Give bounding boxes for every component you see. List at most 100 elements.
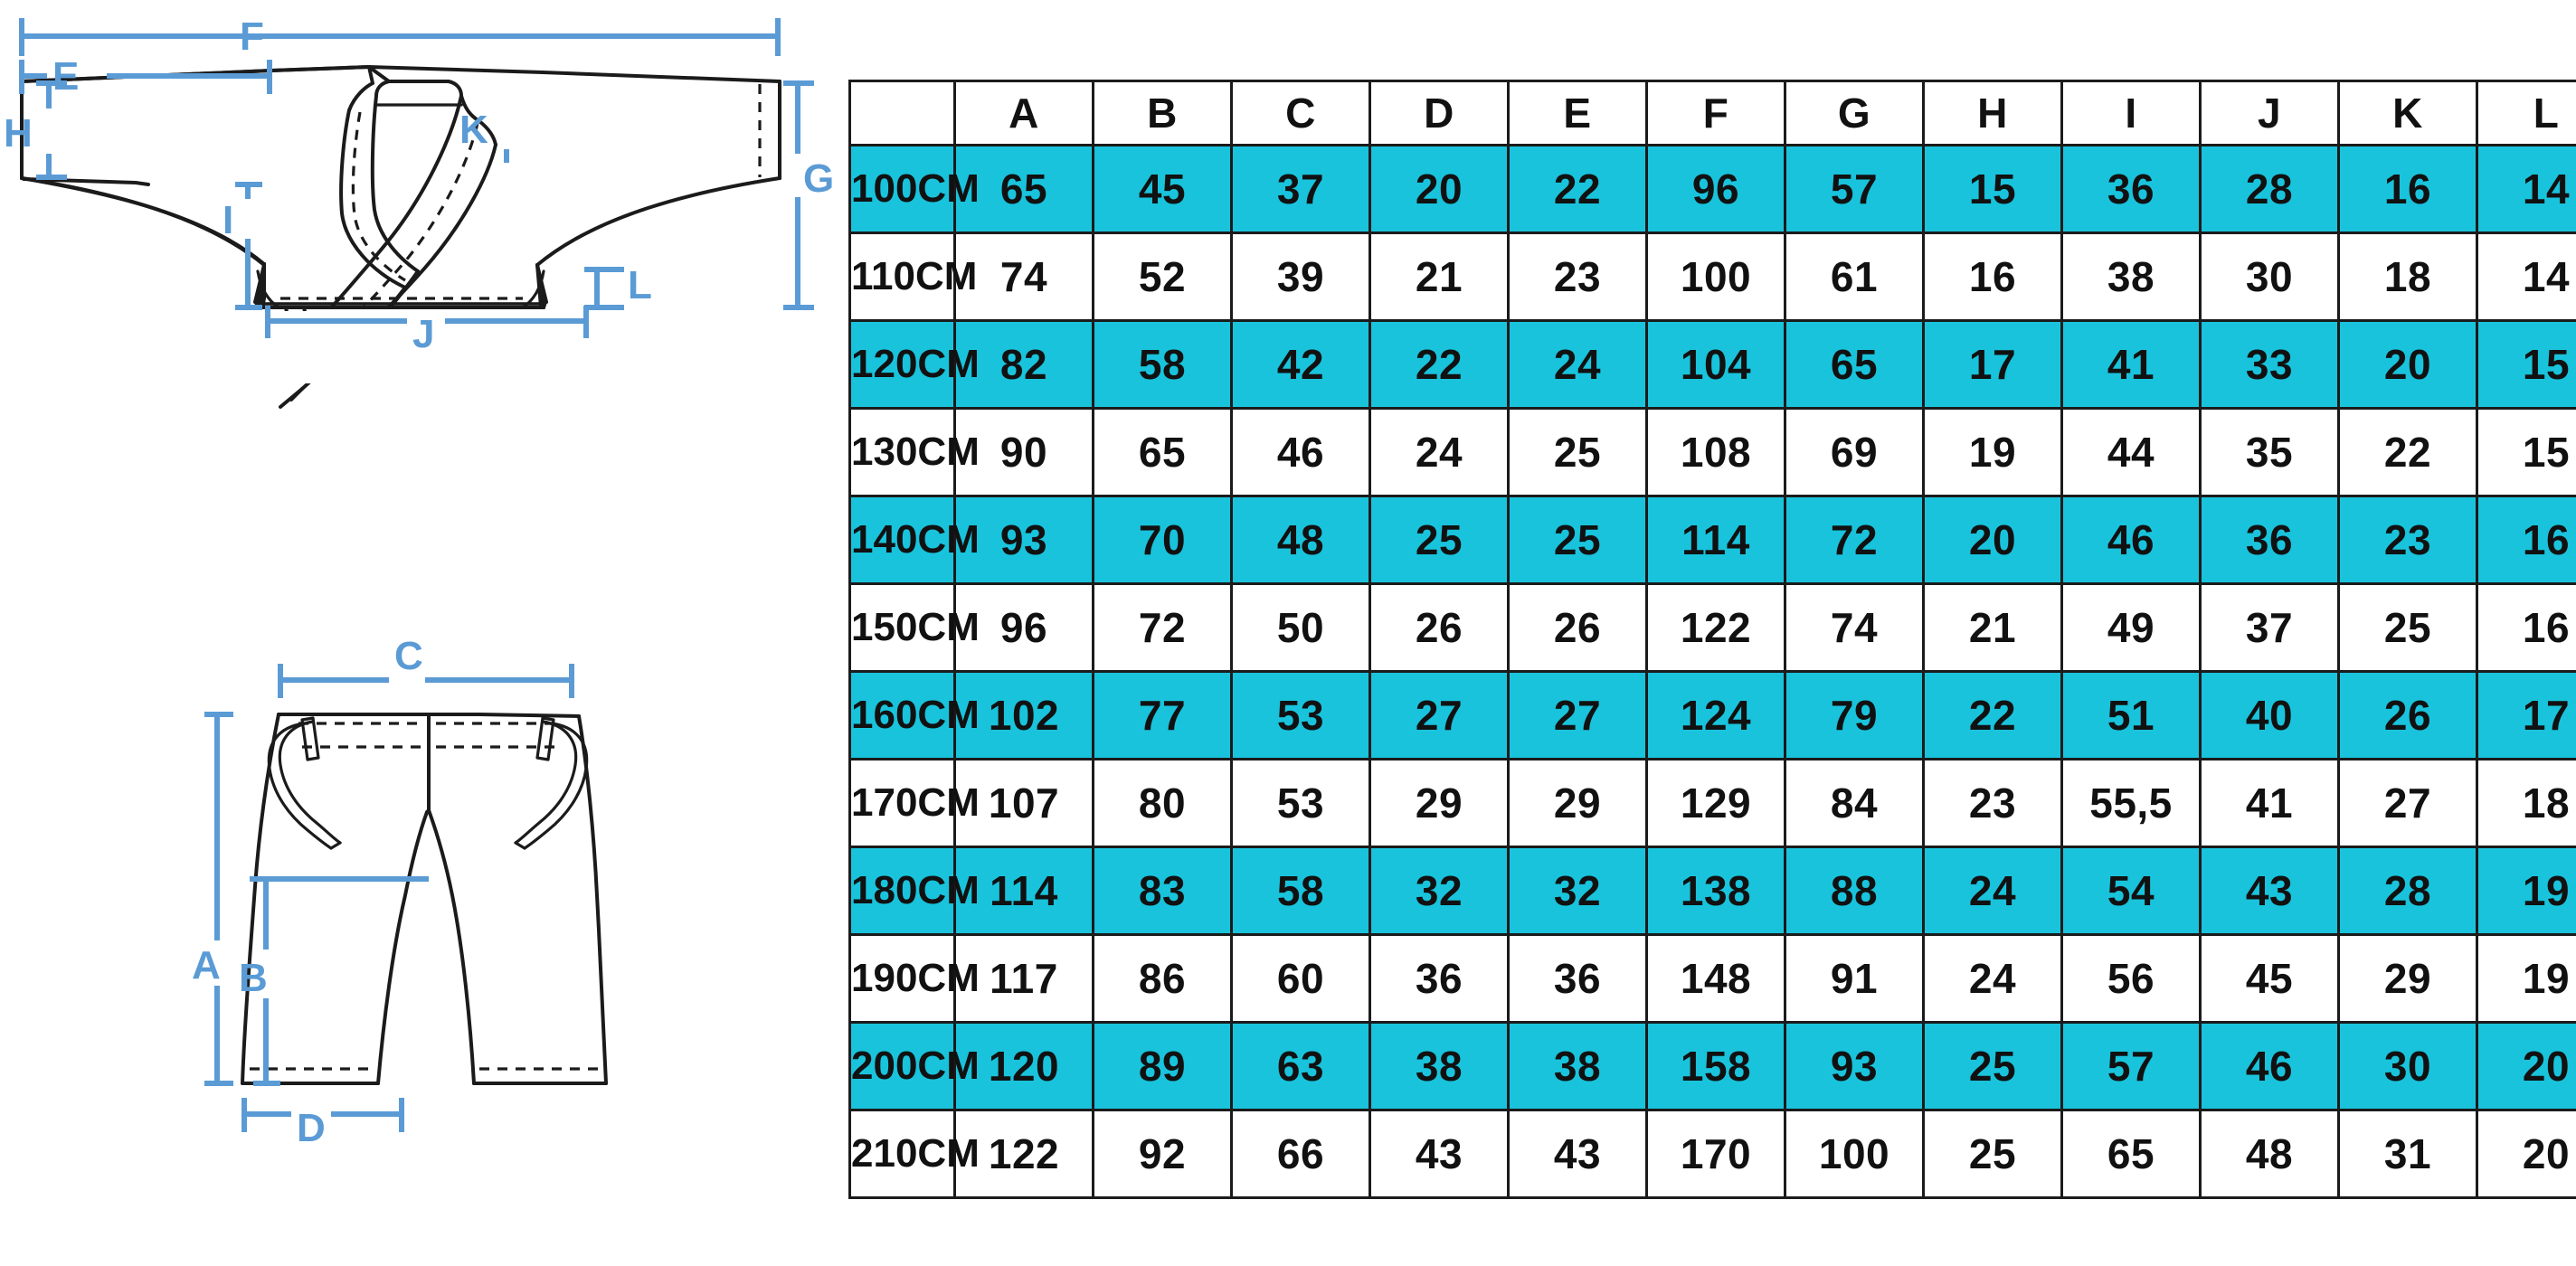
measurement-cell: 27 (1368, 670, 1510, 761)
column-header-h: H (1922, 80, 2063, 146)
size-label-cell: 200CM (848, 1021, 980, 1111)
measurement-cell: 37 (1230, 144, 1371, 234)
measurement-cell: 24 (1922, 933, 2063, 1024)
dim-label-H: H (4, 111, 33, 156)
measurement-cell: 122 (1645, 582, 1786, 673)
column-header-f: F (1645, 80, 1786, 146)
column-header-g: G (1784, 80, 1925, 146)
measurement-cell: 22 (2337, 407, 2478, 497)
dim-label-G: G (803, 156, 834, 201)
column-header-k: K (2337, 80, 2478, 146)
measurement-cell: 69 (1784, 407, 1925, 497)
measurement-cell: 32 (1368, 846, 1510, 936)
measurement-cell: 72 (1092, 582, 1233, 673)
size-label-cell: 170CM (848, 758, 980, 848)
measurement-cell: 104 (1645, 319, 1786, 410)
column-header-d: D (1368, 80, 1510, 146)
measurement-cell: 74 (953, 231, 1094, 322)
measurement-cell: 93 (1784, 1021, 1925, 1111)
measurement-cell: 129 (1645, 758, 1786, 848)
measurement-cell: 24 (1507, 319, 1648, 410)
column-header-c: C (1230, 80, 1371, 146)
measurement-cell: 43 (1368, 1109, 1510, 1199)
measurement-cell: 120 (953, 1021, 1094, 1111)
measurement-cell: 20 (1922, 495, 2063, 585)
measurement-cell: 38 (2060, 231, 2202, 322)
measurement-cell: 96 (1645, 144, 1786, 234)
measurement-cell: 28 (2199, 144, 2340, 234)
measurement-cell: 41 (2060, 319, 2202, 410)
measurement-cell: 29 (2337, 933, 2478, 1024)
measurement-cell: 29 (1368, 758, 1510, 848)
dim-label-J: J (412, 312, 434, 356)
measurement-cell: 58 (1092, 319, 1233, 410)
measurement-cell: 50 (1230, 582, 1371, 673)
jacket-illustration (20, 65, 781, 409)
measurement-cell: 26 (2337, 670, 2478, 761)
column-header-i: I (2060, 80, 2202, 146)
measurement-cell: 16 (2476, 582, 2576, 673)
measurement-cell: 107 (953, 758, 1094, 848)
size-label-cell: 140CM (848, 495, 980, 585)
measurement-cell: 26 (1368, 582, 1510, 673)
measurement-cell: 27 (1507, 670, 1648, 761)
measurement-cell: 24 (1922, 846, 2063, 936)
measurement-cell: 21 (1368, 231, 1510, 322)
measurement-cell: 122 (953, 1109, 1094, 1199)
measurement-cell: 37 (2199, 582, 2340, 673)
dim-label-L: L (628, 263, 652, 307)
measurement-cell: 92 (1092, 1109, 1233, 1199)
size-label-cell: 210CM (848, 1109, 980, 1199)
measurement-cell: 16 (2476, 495, 2576, 585)
measurement-cell: 22 (1368, 319, 1510, 410)
measurement-cell: 15 (1922, 144, 2063, 234)
measurement-cell: 31 (2337, 1109, 2478, 1199)
dim-label-I: I (223, 198, 233, 242)
measurement-cell: 45 (2199, 933, 2340, 1024)
measurement-cell: 21 (1922, 582, 2063, 673)
column-header-b: B (1092, 80, 1233, 146)
measurement-cell: 117 (953, 933, 1094, 1024)
measurement-cell: 14 (2476, 231, 2576, 322)
measurement-cell: 25 (1922, 1021, 2063, 1111)
size-label-cell: 160CM (848, 670, 980, 761)
measurement-cell: 158 (1645, 1021, 1786, 1111)
measurement-cell: 41 (2199, 758, 2340, 848)
measurement-cell: 19 (2476, 846, 2576, 936)
measurement-cell: 100 (1784, 1109, 1925, 1199)
measurement-cell: 77 (1092, 670, 1233, 761)
measurement-cell: 86 (1092, 933, 1233, 1024)
measurement-cell: 46 (2199, 1021, 2340, 1111)
measurement-cell: 66 (1230, 1109, 1371, 1199)
measurement-cell: 38 (1368, 1021, 1510, 1111)
size-label-cell: 150CM (848, 582, 980, 673)
measurement-cell: 32 (1507, 846, 1648, 936)
garment-diagrams: .gline { fill:none; stroke:#1b1b1b; stro… (0, 0, 848, 1266)
measurement-cell: 36 (2199, 495, 2340, 585)
measurement-cell: 65 (2060, 1109, 2202, 1199)
measurement-cell: 29 (1507, 758, 1648, 848)
measurement-cell: 38 (1507, 1021, 1648, 1111)
measurement-cell: 44 (2060, 407, 2202, 497)
measurement-cell: 54 (2060, 846, 2202, 936)
measurement-cell: 93 (953, 495, 1094, 585)
measurement-cell: 84 (1784, 758, 1925, 848)
dim-label-A: A (192, 943, 221, 987)
dim-label-D: D (297, 1106, 326, 1150)
measurement-cell: 14 (2476, 144, 2576, 234)
measurement-cell: 72 (1784, 495, 1925, 585)
size-label-cell: 110CM (848, 231, 977, 322)
measurement-cell: 33 (2199, 319, 2340, 410)
measurement-cell: 22 (1922, 670, 2063, 761)
measurement-cell: 89 (1092, 1021, 1233, 1111)
